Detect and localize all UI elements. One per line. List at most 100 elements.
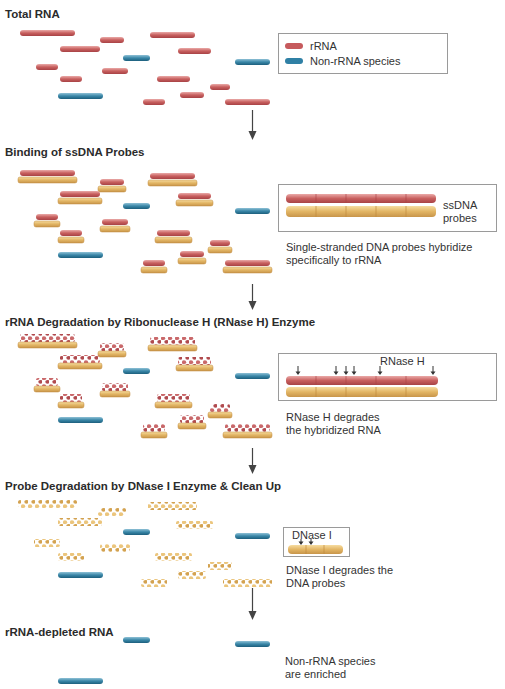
non-rrna-strand bbox=[58, 252, 103, 258]
probe-strand bbox=[286, 387, 438, 397]
total-rna bbox=[20, 30, 270, 105]
rrna-strand bbox=[286, 376, 438, 385]
probe-strand bbox=[58, 198, 102, 204]
non-rrna-strand bbox=[58, 572, 103, 578]
non-rrna-strand bbox=[235, 533, 270, 539]
legend-row: Non-rRNA species bbox=[285, 54, 441, 68]
probe-strand bbox=[208, 247, 232, 253]
non-rrna-strand bbox=[235, 208, 270, 214]
rrna-strand bbox=[36, 64, 58, 70]
rrna-strand bbox=[20, 170, 75, 176]
legend-swatch bbox=[285, 43, 303, 49]
flow-arrow bbox=[249, 448, 257, 474]
rrna-fragments bbox=[60, 355, 100, 363]
rrna-strand bbox=[180, 92, 204, 98]
flow-arrow bbox=[249, 284, 257, 310]
legend-text: Non-rRNA species bbox=[310, 55, 400, 68]
stage-heading: rRNA Degradation by Ribonuclease H (RNas… bbox=[5, 316, 495, 329]
segment-lines bbox=[316, 387, 406, 397]
inset-box: DNase IDNase I degrades the DNA probes bbox=[283, 527, 350, 557]
probe-inset-art bbox=[286, 194, 436, 217]
rrna-strand bbox=[60, 191, 100, 197]
segment-lines bbox=[316, 376, 406, 385]
probe-fragments bbox=[58, 518, 102, 526]
stage-panel: rRNA-depleted RNA bbox=[0, 620, 505, 689]
non-rrna-strand bbox=[235, 641, 270, 647]
probe-strand bbox=[148, 180, 197, 186]
rrna-fragments bbox=[143, 424, 165, 432]
rrna-fragments bbox=[20, 334, 75, 342]
rnase-degradation bbox=[18, 334, 272, 438]
stage-panel: Total RNA bbox=[0, 2, 505, 110]
rrna-fragments bbox=[178, 357, 211, 365]
probe-strand bbox=[223, 432, 272, 438]
non-rrna-strand bbox=[58, 678, 103, 684]
rrna-strand bbox=[143, 99, 165, 105]
rrna-strand bbox=[36, 214, 58, 220]
rrna-strand bbox=[60, 230, 82, 236]
non-rrna-strand bbox=[235, 373, 270, 379]
probe-strand bbox=[58, 402, 84, 408]
rrna-strand bbox=[225, 99, 270, 105]
probe-strand bbox=[98, 186, 126, 192]
probe-fragments bbox=[34, 539, 60, 547]
inset-label: DNase I bbox=[292, 529, 342, 542]
probe-strand bbox=[155, 402, 192, 408]
probe-strand bbox=[176, 365, 213, 371]
probe-strand bbox=[223, 267, 272, 273]
probe-strand bbox=[18, 177, 77, 183]
rrna-strand bbox=[143, 260, 165, 266]
rnase-inset-art bbox=[286, 366, 438, 397]
rrna-strand bbox=[20, 30, 75, 36]
rrna-strand bbox=[210, 240, 230, 246]
cut-arrowheads bbox=[299, 542, 314, 546]
rrna-strand bbox=[100, 37, 124, 43]
rrna-strand bbox=[150, 32, 195, 38]
inset-label: ssDNA probes bbox=[443, 199, 493, 225]
dnase-degradation bbox=[18, 500, 272, 587]
rrna-fragments bbox=[102, 383, 128, 391]
non-rrna-strand bbox=[123, 529, 150, 535]
rrna-strand bbox=[180, 251, 204, 257]
inset-caption: RNase H degrades the hybridized RNA bbox=[286, 411, 396, 437]
arrow-line bbox=[252, 284, 253, 302]
rrna-fragments bbox=[210, 404, 230, 412]
stage-heading: Probe Degradation by DNase I Enzyme & Cl… bbox=[5, 480, 495, 493]
segment-lines bbox=[316, 194, 406, 203]
probe-strand bbox=[141, 267, 167, 273]
rrna-strand bbox=[210, 84, 230, 90]
flow-arrow bbox=[249, 588, 257, 620]
stage-heading: rRNA-depleted RNA bbox=[5, 626, 495, 639]
non-rrna-strand bbox=[123, 637, 150, 643]
rrna-strand bbox=[60, 76, 82, 82]
probe-strand bbox=[176, 200, 213, 206]
rrna-fragments bbox=[180, 415, 204, 423]
rrna-fragments bbox=[100, 343, 124, 351]
stage-heading: Binding of ssDNA Probes bbox=[5, 146, 495, 159]
non-rrna-strand bbox=[235, 59, 270, 65]
probe-fragments bbox=[178, 571, 206, 579]
arrow-head bbox=[249, 131, 257, 140]
rrna-fragments bbox=[150, 337, 195, 345]
rrna-strand bbox=[178, 193, 211, 199]
arrow-line bbox=[252, 448, 253, 466]
inset-box: RNase HRNase H degrades the hybridized R… bbox=[278, 353, 497, 401]
probe-strand bbox=[34, 221, 60, 227]
legend-box: rRNA Non-rRNA species bbox=[278, 33, 448, 74]
rrna-fragments bbox=[60, 394, 82, 402]
arrow-head bbox=[249, 301, 257, 310]
probe-fragments bbox=[18, 500, 77, 508]
rrna-strand bbox=[157, 230, 190, 236]
probe-strand bbox=[208, 412, 232, 418]
probe-fragments bbox=[100, 544, 130, 552]
probe-strand bbox=[178, 258, 206, 264]
rrna-strand bbox=[102, 219, 128, 225]
probe-fragments bbox=[98, 508, 126, 516]
rrna-strand bbox=[225, 260, 270, 266]
stage-panel: rRNA Degradation by Ribonuclease H (RNas… bbox=[0, 310, 505, 448]
legend-text: rRNA bbox=[310, 40, 337, 53]
probe-fragments bbox=[155, 553, 192, 561]
non-rrna-strand bbox=[123, 368, 150, 374]
